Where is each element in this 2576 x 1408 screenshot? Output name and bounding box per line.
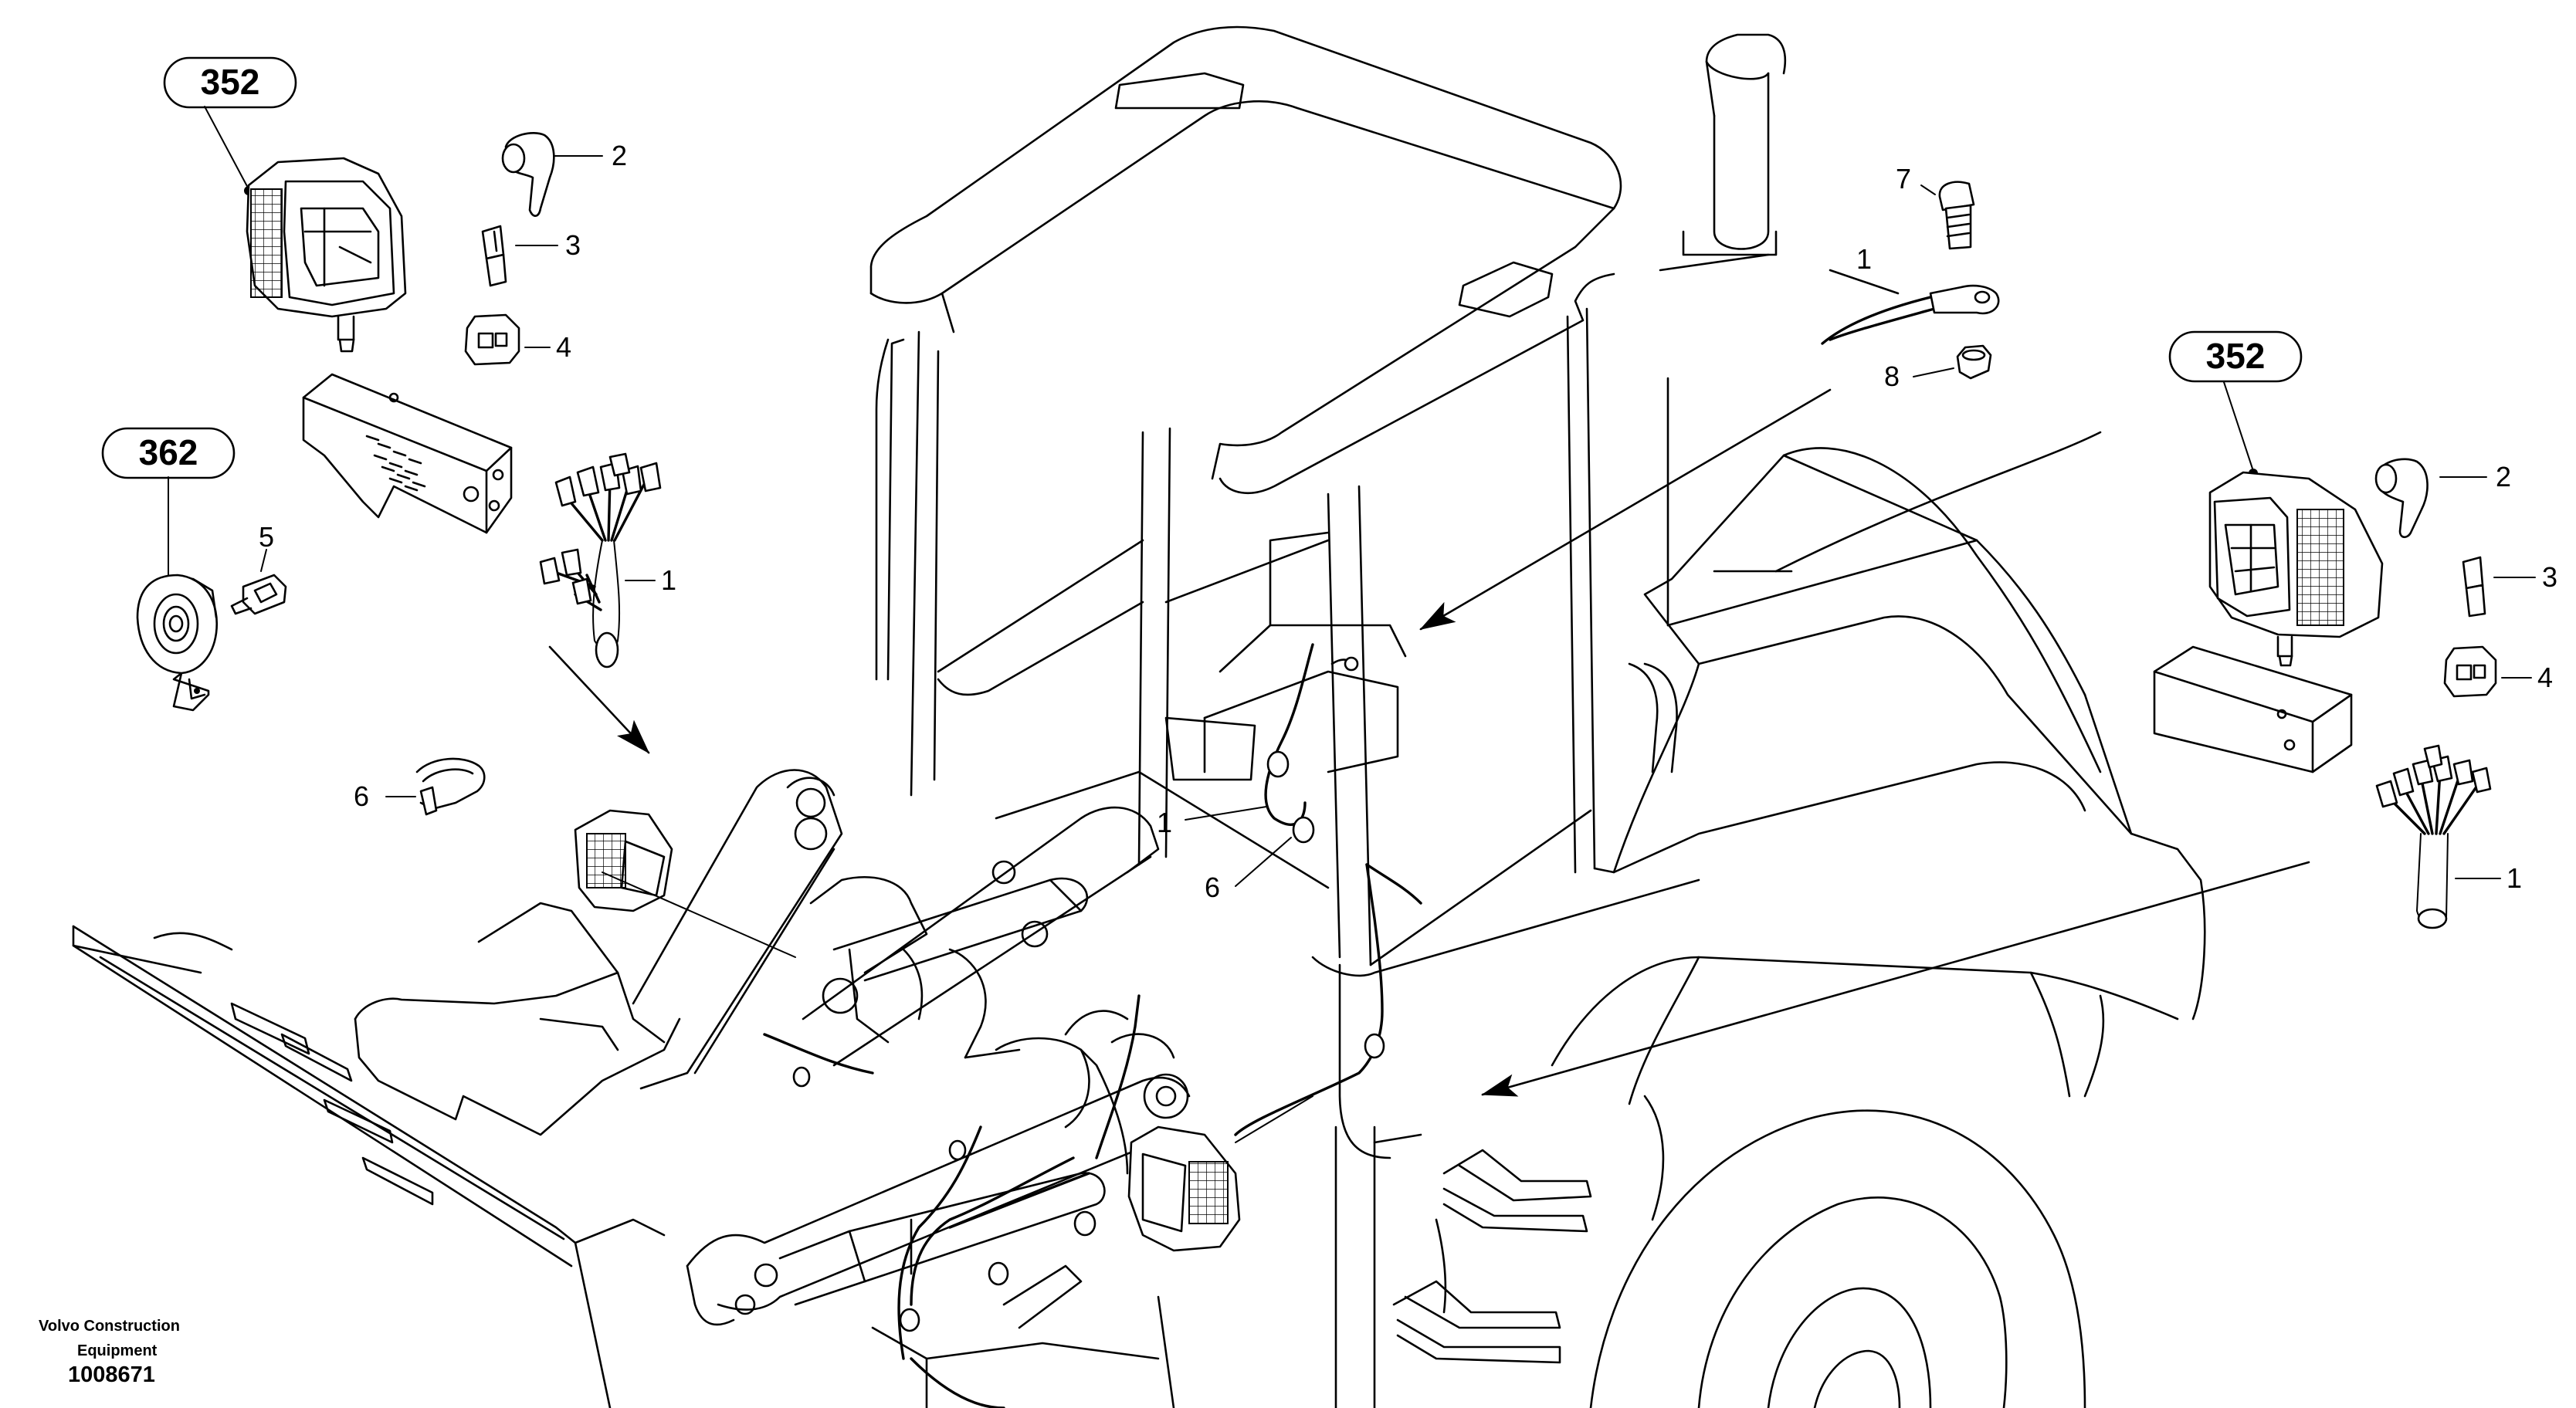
mounted-work-light-front-right: [1127, 1125, 1241, 1252]
bracket-slots: [365, 435, 426, 492]
wiring-harness-part: 1: [539, 452, 676, 668]
callout-1: 1: [2507, 862, 2522, 894]
group-ref-label: 362: [139, 432, 198, 472]
bulb-part: 2: [2374, 458, 2511, 539]
brand-line-2: Equipment: [77, 1342, 158, 1359]
bulb-part: 2: [501, 131, 627, 217]
connector-terminal-part: 3: [481, 225, 581, 287]
wiring-harness-part: 1: [2375, 744, 2522, 929]
cab-callouts: 1 6: [1157, 806, 1292, 903]
callout-8: 8: [1884, 360, 1900, 392]
brand-line-1: Volvo Construction: [39, 1318, 180, 1335]
callout-3: 3: [2542, 561, 2557, 593]
leader-arrows: [548, 388, 2310, 1143]
loader-arm-and-bucket: [72, 769, 1191, 1408]
callout-1: 1: [1856, 243, 1872, 275]
callout-2: 2: [612, 140, 627, 171]
parts-group-352-right: 352: [2168, 330, 2303, 478]
connector-terminal-part: 3: [2462, 556, 2557, 618]
mounted-work-light-front-left: [574, 809, 673, 912]
cable-harness-routing: [763, 643, 1422, 1408]
callout-5: 5: [259, 521, 274, 553]
parts-group-362: 362: [101, 427, 236, 587]
connector-housing-part: 4: [2443, 645, 2553, 698]
callout-1: 1: [661, 564, 676, 596]
mounting-bracket-part: [2153, 645, 2353, 773]
callout-4: 4: [2537, 662, 2553, 693]
work-light-part: [246, 157, 407, 353]
work-light-part: [2208, 471, 2384, 667]
ground-strap-group: 7 1 8: [1821, 163, 2000, 392]
callout-6: 6: [1205, 872, 1220, 903]
horn-connector-part: 5: [230, 521, 287, 615]
drawing-footer: Volvo Construction Equipment 1008671: [39, 1318, 180, 1387]
group-ref-box: [2168, 330, 2303, 383]
horn-part: [136, 574, 219, 712]
callout-7: 7: [1896, 163, 1911, 195]
callout-2: 2: [2496, 461, 2511, 492]
cable-tie-part: 6: [354, 757, 486, 816]
callout-3: 3: [565, 229, 581, 261]
group-ref-box: [163, 56, 297, 109]
callout-4: 4: [556, 331, 571, 363]
wheel-loader-cab: [869, 25, 2206, 1408]
callout-6: 6: [354, 780, 369, 812]
callout-1: 1: [1157, 807, 1172, 838]
drawing-number: 1008671: [68, 1362, 155, 1387]
connector-housing-part: 4: [464, 313, 571, 366]
mounting-bracket-part: [302, 373, 513, 534]
group-ref-label: 352: [201, 62, 260, 102]
parts-group-352-left: 352: [163, 56, 297, 195]
group-ref-label: 352: [2206, 336, 2266, 376]
